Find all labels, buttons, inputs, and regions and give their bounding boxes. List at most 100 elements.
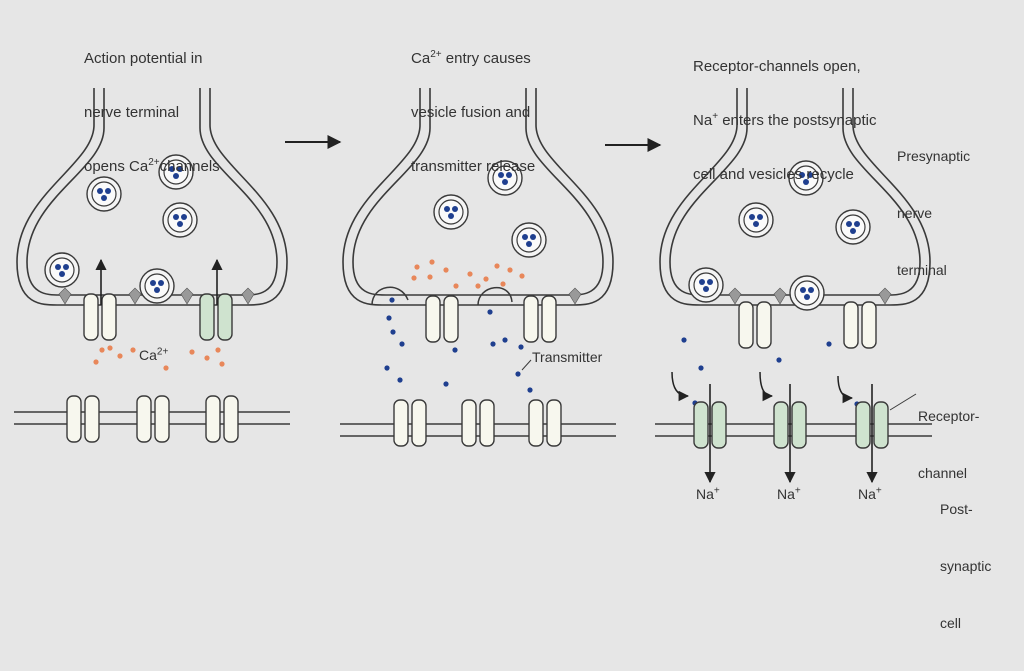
panel1-vesicle-4-transmitter-2 [59,271,65,277]
panel1-receptor-1-right-subunit [84,395,100,443]
panel3-binding-arrow-1 [759,371,774,402]
panel2-transmitter-1 [386,315,392,321]
panel1-calcium-ion-4 [163,365,169,371]
presynaptic-label-line3: terminal [897,262,947,278]
panel3-receptor-2 [773,401,807,449]
panel2-transmitter-7 [452,347,458,353]
panel2-calcium-ion-12 [475,283,481,289]
panel1-release-site-2 [180,287,194,305]
sodium-label-3-base: Na [858,486,876,502]
postsynaptic-cell-label: Post- synaptic cell [940,462,991,671]
panel2-caption-line2: vesicle fusion and [411,104,531,121]
panel2-calcium-ion-0 [414,264,420,270]
panel1-calcium-ion-9 [99,347,105,353]
panel2-terminal-inner-membrane [352,88,604,296]
panel1-receptor-2-right-subunit [154,395,170,443]
panel3-vesicle-1-transmitter-1 [807,172,813,178]
panel3-vesicle-3-transmitter-1 [854,221,860,227]
panel2-calcium-ion-11 [519,273,525,279]
panel3-vesicle-2-transmitter-2 [753,221,759,227]
panel3-calcium-channel-2-left-subunit [843,301,859,349]
panel1-vesicle-4-transmitter-1 [63,264,69,270]
panel3-transmitter-3 [826,341,832,347]
panel3-calcium-channel-1-right-subunit [756,301,772,349]
panel3-receptor-1-left-subunit [693,401,709,449]
panel1-receptor-3-right-subunit [223,395,239,443]
sodium-label-2-sup: + [794,485,801,497]
panel2-transmitter-2 [390,329,396,335]
panel3-receptor-1-right-subunit [711,401,727,449]
panel1-vesicle-3-inner [167,207,193,233]
presynaptic-label-line1: Presynaptic [897,148,971,164]
panel1-calcium-channel-1-right-subunit [101,293,117,341]
panel1-calcium-channel-2-left-subunit [199,293,215,341]
panel2-transmitter-12 [515,371,521,377]
panel2-vesicle-2-inner [438,199,464,225]
panel1-vesicle-4-inner [49,257,75,283]
panel2-caption-line1-text: Ca [411,50,431,67]
panel3-transmitter-0 [681,337,687,343]
panel2-fusing-vesicle-1 [371,286,409,306]
sodium-label-1: Na+ [696,486,720,503]
panel1-vesicle-5-transmitter-1 [158,280,164,286]
panel2-vesicle-1-transmitter-0 [498,172,504,178]
panel1-vesicle-3-transmitter-0 [173,214,179,220]
panel3-receptor-3 [855,401,889,449]
panel3-vesicle-2-transmitter-0 [749,214,755,220]
panel2-transmitter-13 [527,387,533,393]
panel1-vesicle-1-inner [91,181,117,207]
presynaptic-terminal-label: Presynaptic nerve terminal [897,109,970,318]
sodium-label-3: Na+ [858,486,882,503]
synaptic-transmission-diagram: Action potential in nerve terminal opens… [14,14,991,631]
panel2-vesicle-1-inner [492,165,518,191]
panel3-binding-arrow-0 [671,371,690,402]
calcium-ion-label-base: Ca [139,347,157,363]
panel1-vesicle-1-transmitter-2 [101,195,107,201]
panel2-release-site [568,287,582,305]
diagram-artwork [14,88,932,484]
panel1-vesicle-2-inner [163,159,189,185]
panel2-receptor-3 [528,399,562,447]
sodium-label-2: Na+ [777,486,801,503]
receptor-channel-label: Receptor- channel [918,369,979,521]
receptor-channel-leader [889,393,917,411]
panel2-calcium-ion-4 [427,274,433,280]
panel2-transmitter-6 [443,381,449,387]
panel1-receptor-3 [205,395,239,443]
panel1-vesicle-1-transmitter-1 [105,188,111,194]
panel3-calcium-channel-2-right-subunit [861,301,877,349]
postsynaptic-label-line1: Post- [940,501,973,517]
panel1-calcium-channel-1 [83,293,117,341]
panel3-transmitter-2 [776,357,782,363]
panel2-calcium-ion-6 [467,271,473,277]
panel3-vesicle-1-transmitter-2 [803,179,809,185]
panel1-vesicle-5-transmitter-0 [150,280,156,286]
panel3-vesicle-3-inner [840,214,866,240]
presynaptic-label-line2: nerve [897,205,933,221]
panel3-vesicle-5-inner [794,280,820,306]
panel3-vesicle-3-transmitter-0 [846,221,852,227]
panel2-transmitter-3 [399,341,405,347]
panel3-vesicle-4-transmitter-0 [699,279,705,285]
panel1-receptor-1 [66,395,100,443]
panel1-vesicle-2-transmitter-0 [169,166,175,172]
panel3-calcium-channel-1 [738,301,772,349]
panel1-calcium-channel-2 [199,293,233,341]
panel3-vesicle-4-transmitter-2 [703,286,709,292]
panel1-vesicle-2-transmitter-1 [177,166,183,172]
panel2-receptor-1 [393,399,427,447]
panel2-vesicle-2-transmitter-1 [452,206,458,212]
panel2-caption-line1-end: entry causes [441,50,531,67]
panel3-transmitter-1 [698,365,704,371]
postsynaptic-label-line2: synaptic [940,558,992,574]
panel3-vesicle-4-transmitter-1 [707,279,713,285]
panel2-vesicle-3-transmitter-0 [522,234,528,240]
panel2-caption: Ca2+ entry causes vesicle fusion and tra… [411,14,535,212]
panel2-calcium-ion-8 [494,263,500,269]
panel2-receptor-1-left-subunit [393,399,409,447]
panel2-vesicle-2-transmitter-0 [444,206,450,212]
panel1-release-site-0 [58,287,72,305]
panel2-transmitter-0 [389,297,395,303]
panel3-caption: Receptor-channels open, Na+ enters the p… [693,22,876,220]
panel2-vesicle-3-inner [516,227,542,253]
